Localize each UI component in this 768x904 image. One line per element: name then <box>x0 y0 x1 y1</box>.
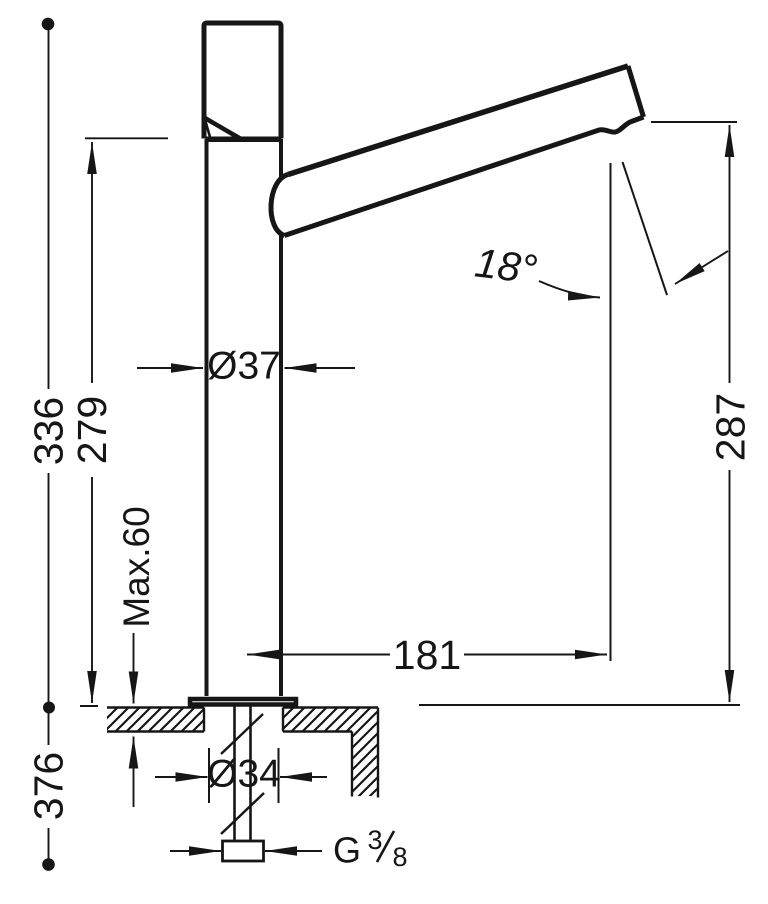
spout-back-cap <box>268 172 290 238</box>
thread-label-denominator: 8 <box>392 842 407 872</box>
thread-label-numerator: 3 <box>367 825 382 855</box>
handle-lever-wedge <box>203 117 212 138</box>
dim-dia34-label: Ø34 <box>207 753 281 796</box>
faucet-outline <box>187 20 646 863</box>
dim-287: 287 <box>419 121 754 706</box>
dim-dia34: Ø34 <box>155 748 327 803</box>
dim-181: 181 <box>247 632 607 678</box>
angle-arc-arrow <box>674 250 729 285</box>
angle-leader-arrow <box>538 280 601 301</box>
dim-336: 336 <box>26 17 72 714</box>
dimensions: 336 279 Max.60 376 Ø37 <box>26 17 754 872</box>
dim-angle18: 18° <box>472 161 729 661</box>
dim-376: 376 <box>26 713 72 871</box>
dim-376-bottom-dot <box>42 858 55 871</box>
countertop-hatch-leg <box>353 731 378 796</box>
spout-bottom-edge-with-aerator-notch <box>283 114 645 238</box>
dim-376-label: 376 <box>26 752 72 820</box>
dim-336-label: 336 <box>26 397 72 465</box>
countertop-section <box>107 706 380 798</box>
spout-top-edge <box>287 63 629 178</box>
shank-thread-slash-lower <box>220 792 265 835</box>
dim-336-top-dot <box>41 17 55 31</box>
handle-joint-ring <box>205 136 282 142</box>
dim-287-label: 287 <box>708 393 754 461</box>
dim-279: 279 <box>69 137 168 707</box>
dim-279-label: 279 <box>69 396 115 464</box>
angle-slope-reference-line <box>621 161 668 296</box>
thread-label-prefix: G <box>333 830 361 871</box>
dim-dia37: Ø37 <box>137 345 355 388</box>
faucet-handle <box>201 20 284 139</box>
shank-thread-slash-upper <box>220 713 264 755</box>
g38-connector-block <box>221 839 265 863</box>
handle-lever-chamfer <box>202 115 243 141</box>
mounting-flange <box>187 696 299 707</box>
thread-fraction-slash <box>375 830 396 863</box>
countertop-hatch-right <box>283 708 378 731</box>
dim-dia37-label: Ø37 <box>207 345 281 388</box>
spout-end-face <box>625 65 646 118</box>
countertop-hatch-left <box>107 708 204 731</box>
dim-181-label: 181 <box>393 632 461 678</box>
dim-angle18-label: 18° <box>472 239 539 292</box>
dim-max60-label: Max.60 <box>116 506 157 627</box>
dim-max60: Max.60 <box>116 506 157 807</box>
dim-336-bottom-dot <box>43 701 55 714</box>
dim-thread-g38: G 3 8 <box>170 825 408 872</box>
